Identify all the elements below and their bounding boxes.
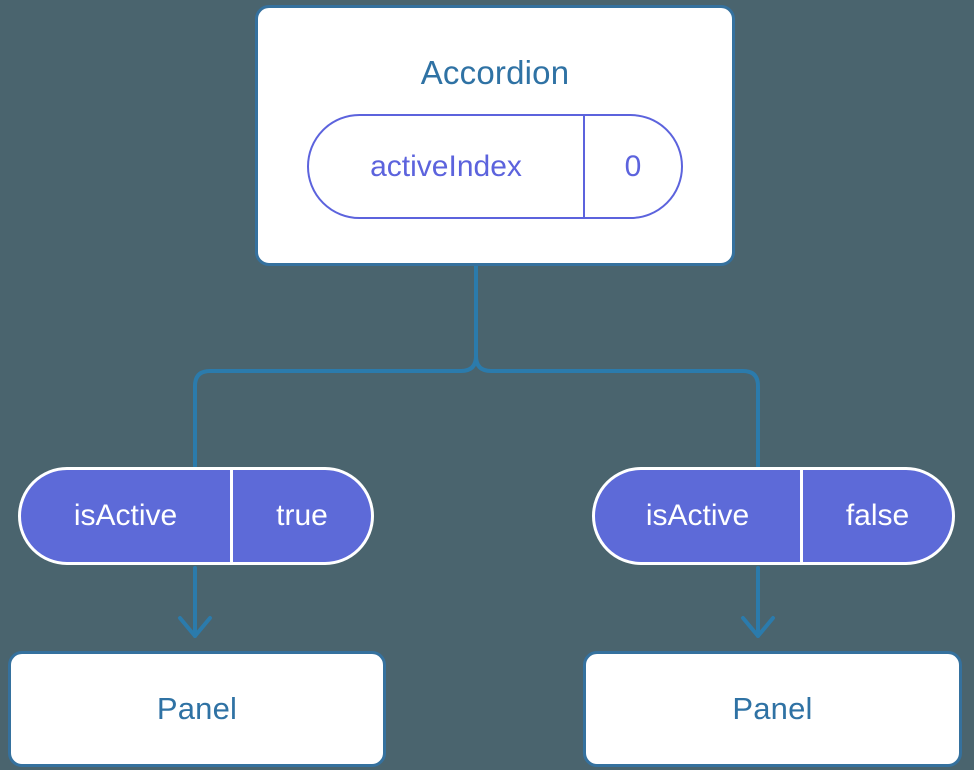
accordion-node: Accordion activeIndex 0	[255, 5, 735, 266]
accordion-prop-value: 0	[583, 116, 681, 217]
state-pill-left-value: true	[230, 470, 371, 562]
accordion-title: Accordion	[420, 54, 570, 91]
connector-left-branch	[193, 264, 478, 468]
panel-left-title: Panel	[156, 691, 238, 726]
arrow-right-to-panel	[741, 566, 775, 638]
state-pill-right-key: isActive	[645, 499, 750, 532]
panel-right-title: Panel	[732, 691, 813, 726]
connector-right-branch	[474, 264, 760, 468]
state-pill-right-value: false	[800, 470, 952, 562]
accordion-prop-key: activeIndex	[370, 149, 522, 183]
state-pill-left: isActive true	[18, 467, 374, 565]
panel-node-left: Panel	[8, 651, 386, 767]
accordion-prop-pill: activeIndex 0	[307, 114, 683, 219]
panel-node-right: Panel	[583, 651, 962, 767]
state-pill-right: isActive false	[592, 467, 955, 565]
state-pill-left-key: isActive	[73, 499, 178, 532]
arrow-left-to-panel	[178, 566, 212, 638]
